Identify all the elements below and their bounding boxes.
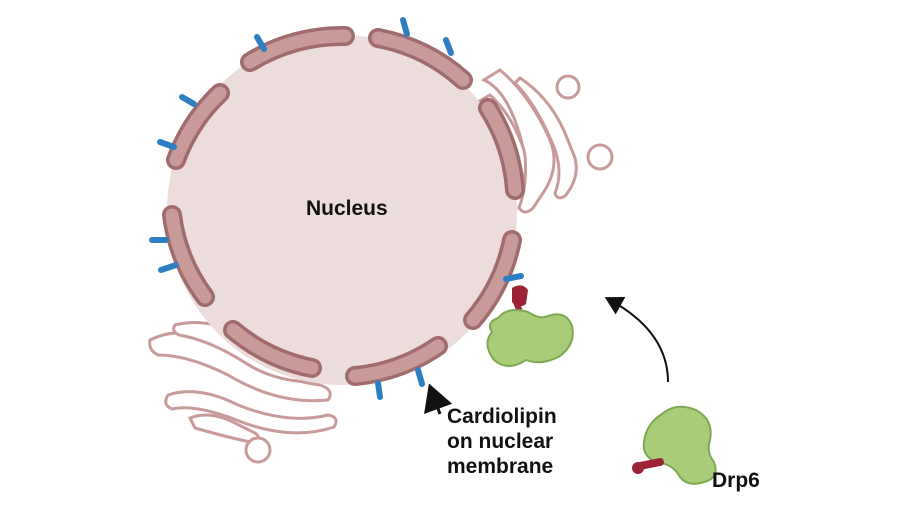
drp6-protein-icon [632,405,717,485]
cardiolipin-label-line-2: on nuclear [447,430,554,453]
nuclear-envelope [162,25,525,386]
cardiolipin-label: Cardiolipin on nuclear membrane [447,404,557,479]
cardiolipin-arrow-icon [424,383,453,415]
drp6-bound-icon [486,285,574,367]
cardiolipin-label-line-1: Cardiolipin [447,405,557,428]
nucleus-icon [167,35,517,385]
cardiolipin-markers [149,17,524,400]
drp6-label: Drp6 [712,469,760,492]
curved-arrow-icon [604,297,669,383]
nucleus-label: Nucleus [306,197,388,220]
cardiolipin-label-line-3: membrane [447,455,554,478]
